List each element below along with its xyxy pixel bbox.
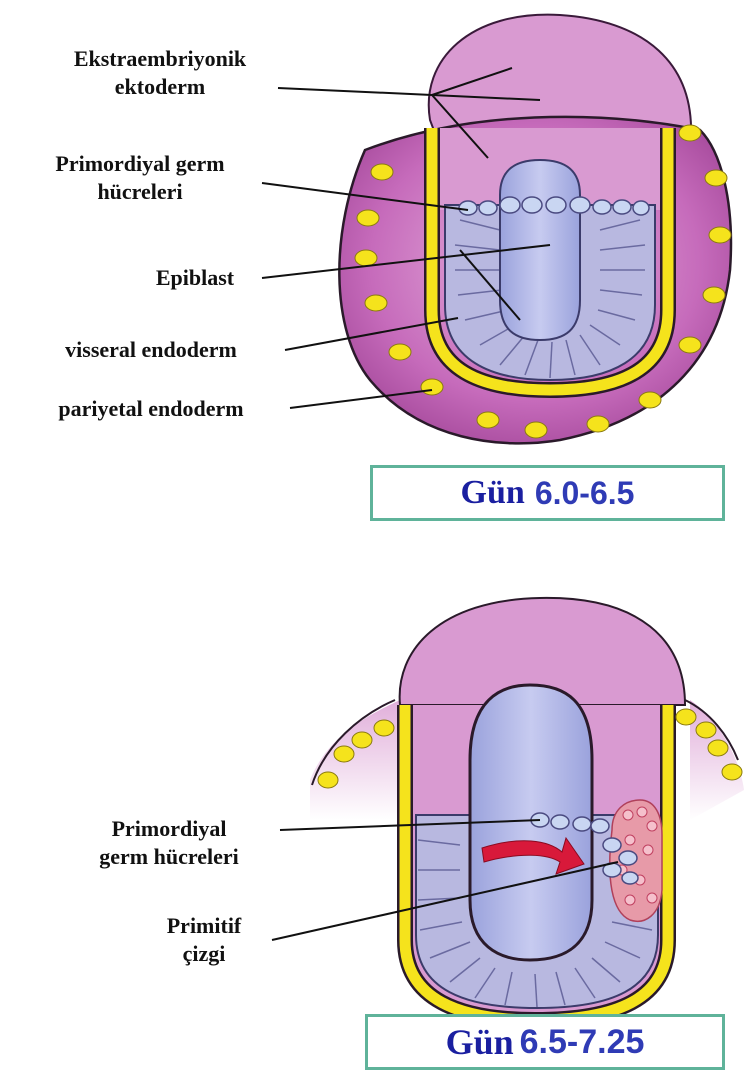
label-primitive-streak: Primitif çizgi <box>140 912 268 967</box>
label-primordial-germ-cells-bottom: Primordiyal germ hücreleri <box>60 815 278 870</box>
label-streak-line1: Primitif <box>140 912 268 940</box>
label-pgc-bottom-line1: Primordiyal <box>60 815 278 843</box>
label-visceral-endoderm: visseral endoderm <box>20 336 282 364</box>
label-primordial-germ-cells-top: Primordiyal germ hücreleri <box>10 150 270 205</box>
stage-range-bottom: 6.5-7.25 <box>520 1023 645 1062</box>
stage-range-top: 6.0-6.5 <box>535 475 635 512</box>
stage-badge-bottom: Gün 6.5-7.25 <box>365 1014 725 1070</box>
label-extraembryonic-line2: ektoderm <box>30 73 290 101</box>
label-epiblast: Epiblast <box>132 264 258 292</box>
label-pgc-bottom-line2: germ hücreleri <box>60 843 278 871</box>
label-pgc-top-line1: Primordiyal germ <box>10 150 270 178</box>
label-pgc-top-line2: hücreleri <box>10 178 270 206</box>
label-extraembryonic-line1: Ekstraembriyonik <box>30 45 290 73</box>
top-embryo <box>339 15 731 444</box>
bottom-embryo <box>310 598 744 1020</box>
stage-word-top: Gün <box>461 474 525 512</box>
label-streak-line2: çizgi <box>140 940 268 968</box>
label-extraembryonic-ectoderm: Ekstraembriyonik ektoderm <box>30 45 290 100</box>
label-parietal-endoderm: pariyetal endoderm <box>12 395 290 423</box>
stage-word-bottom: Gün <box>446 1021 514 1063</box>
stage-badge-top: Gün 6.0-6.5 <box>370 465 725 521</box>
